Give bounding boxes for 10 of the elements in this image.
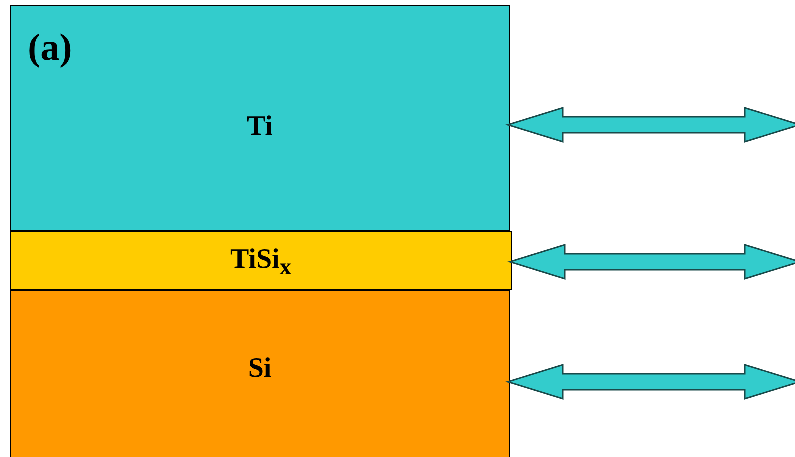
layer-label: Ti xyxy=(247,111,273,143)
silicon-layer xyxy=(10,290,510,457)
double-arrow xyxy=(505,364,795,400)
silicide-layer xyxy=(10,231,512,290)
double-arrow xyxy=(505,106,795,144)
layer-label: TiSi$_{x}$ xyxy=(230,244,292,282)
panel-label: (a) xyxy=(28,26,72,70)
titanium-layer xyxy=(10,5,510,231)
layer-label: Si xyxy=(248,353,272,385)
double-arrow xyxy=(507,244,795,280)
